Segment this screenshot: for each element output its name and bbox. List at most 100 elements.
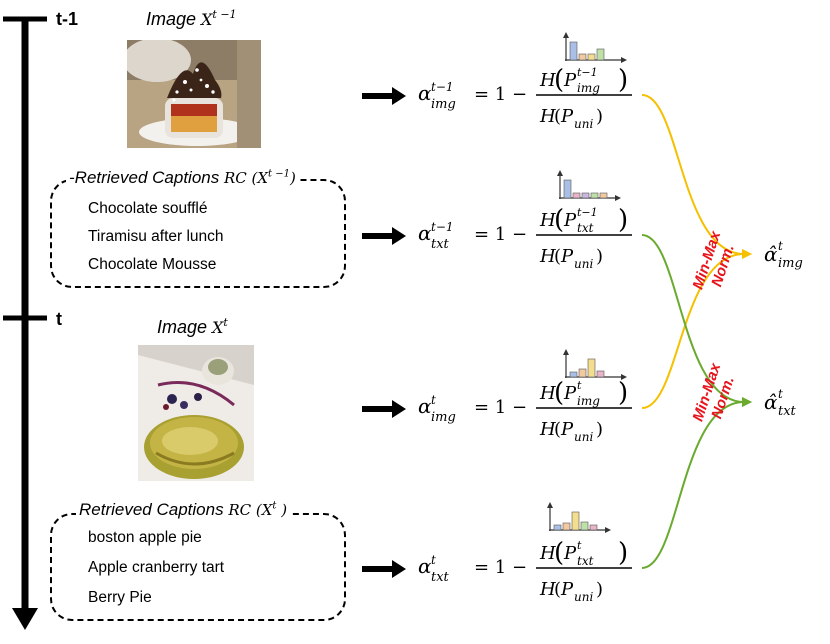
formula-alpha-subscript: txt — [431, 237, 450, 252]
curve-txt-curr-arrowhead-icon — [742, 397, 752, 407]
dessert-photo-souffle — [127, 40, 261, 148]
formula-one-minus: = 1 − — [474, 84, 527, 105]
formula-denominator-p: P — [560, 106, 574, 127]
caption-item: Chocolate soufflé — [88, 200, 208, 217]
histogram-bar — [571, 511, 580, 531]
image-label-curr-symbol: X — [212, 318, 224, 337]
histogram-axis-arrow-icon — [615, 195, 621, 201]
caption-item: Chocolate Mousse — [88, 256, 217, 273]
formula-denominator-subscript: uni — [574, 590, 593, 604]
histogram-icon — [563, 32, 627, 63]
output-alpha-txt-subscript: txt — [778, 404, 797, 419]
formula-alpha-superscript: t — [431, 553, 436, 567]
histogram-axis-arrow-icon — [621, 374, 627, 380]
output-alpha-txt-symbol: α̂ — [764, 390, 778, 414]
formula-denominator-paren-close: ) — [596, 246, 603, 267]
formula-denominator-paren-open: ( — [554, 106, 561, 127]
histogram-bar — [578, 53, 587, 61]
formula-numerator-superscript: t−1 — [577, 206, 598, 219]
formula-alpha-superscript: t−1 — [431, 80, 454, 94]
curve-txt-curr — [641, 401, 745, 569]
caption-item: Berry Pie — [88, 589, 152, 606]
captions-title-curr-superscript: t — [272, 500, 277, 512]
right-arrow-icon — [362, 560, 406, 578]
curve-txt-prev — [641, 234, 745, 403]
formula-denominator-paren-open: ( — [554, 419, 561, 440]
formula-alpha-subscript: txt — [431, 570, 450, 585]
histogram-icon — [547, 502, 611, 533]
histogram-bar — [596, 48, 605, 61]
formula-numerator-h: H — [539, 70, 556, 91]
formula-denominator-paren-close: ) — [596, 106, 603, 127]
histogram-icon — [557, 170, 621, 201]
captions-title-curr-text: Retrieved Captions — [79, 500, 229, 519]
formula-alpha: α — [418, 394, 432, 418]
formula-denominator-paren-open: ( — [554, 579, 561, 600]
formula-numerator-subscript: img — [577, 81, 600, 95]
timeline — [3, 16, 47, 630]
output-alpha-img-symbol: α̂ — [764, 242, 778, 266]
formula-numerator-subscript: txt — [577, 554, 594, 568]
curve-img-curr — [641, 253, 745, 409]
formula-alpha: α — [418, 81, 432, 105]
histogram-icon — [563, 349, 627, 380]
formula-numerator-paren-open: ( — [554, 538, 564, 568]
formula-alpha-superscript: t−1 — [431, 220, 454, 234]
formula-numerator-paren-open: ( — [554, 205, 564, 235]
formula-numerator-p: P — [563, 70, 577, 91]
timeline-arrowhead-icon — [12, 608, 38, 630]
image-label-prev-symbol: X — [201, 10, 213, 29]
formula-denominator-paren-close: ) — [596, 579, 603, 600]
formula-denominator-subscript: uni — [574, 117, 593, 131]
right-arrow-icon — [362, 400, 406, 418]
formula-numerator-subscript: txt — [577, 221, 594, 235]
formula-denominator-h: H — [539, 106, 556, 127]
formula-numerator-paren-close: ) — [618, 65, 628, 95]
formula-numerator-paren-close: ) — [618, 538, 628, 568]
formula-alpha: α — [418, 554, 432, 578]
formula-numerator-superscript: t — [577, 379, 582, 392]
formula-one-minus: = 1 − — [474, 557, 527, 578]
formula-numerator-p: P — [563, 383, 577, 404]
histogram-axis-arrow-icon — [605, 527, 611, 533]
formula-one-minus: = 1 − — [474, 224, 527, 245]
formula-numerator-paren-open: ( — [554, 378, 564, 408]
formula-denominator-subscript: uni — [574, 430, 593, 444]
image-label-prev-text: Image — [146, 9, 202, 29]
formula-numerator-h: H — [539, 543, 556, 564]
formula-denominator-paren-close: ) — [596, 419, 603, 440]
histogram-bar — [581, 192, 590, 199]
curve-img-prev — [641, 94, 745, 255]
histogram-bar — [599, 192, 608, 199]
histogram-axis-arrow-icon — [563, 349, 569, 355]
histogram-bar — [590, 192, 599, 199]
histogram-bar — [589, 524, 598, 531]
formula-numerator-h: H — [539, 383, 556, 404]
souffle-illustration — [127, 40, 261, 148]
formula-denominator-h: H — [539, 419, 556, 440]
right-arrow-icon — [362, 87, 406, 105]
formula-numerator-paren-open: ( — [554, 65, 564, 95]
caption-item: Tiramisu after lunch — [88, 228, 224, 245]
formula-alpha-subscript: img — [431, 97, 456, 112]
formula-numerator-superscript: t — [577, 539, 582, 552]
image-label-prev: Image Xt −1 — [146, 8, 237, 30]
formula-denominator-p: P — [560, 246, 574, 267]
histogram-bar — [587, 358, 596, 378]
caption-item: boston apple pie — [88, 529, 202, 546]
captions-title-prev-text: -Retrieved Captions — [69, 168, 224, 187]
formula-denominator-paren-open: ( — [554, 246, 561, 267]
histogram-bar — [572, 192, 581, 199]
histogram-bar — [580, 521, 589, 531]
formula-denominator-p: P — [560, 579, 574, 600]
curve-img-curr-arrowhead-icon — [742, 249, 752, 259]
right-arrow-icon — [362, 227, 406, 245]
output-alpha-img-subscript: img — [778, 256, 803, 271]
applepie-illustration — [138, 345, 254, 481]
